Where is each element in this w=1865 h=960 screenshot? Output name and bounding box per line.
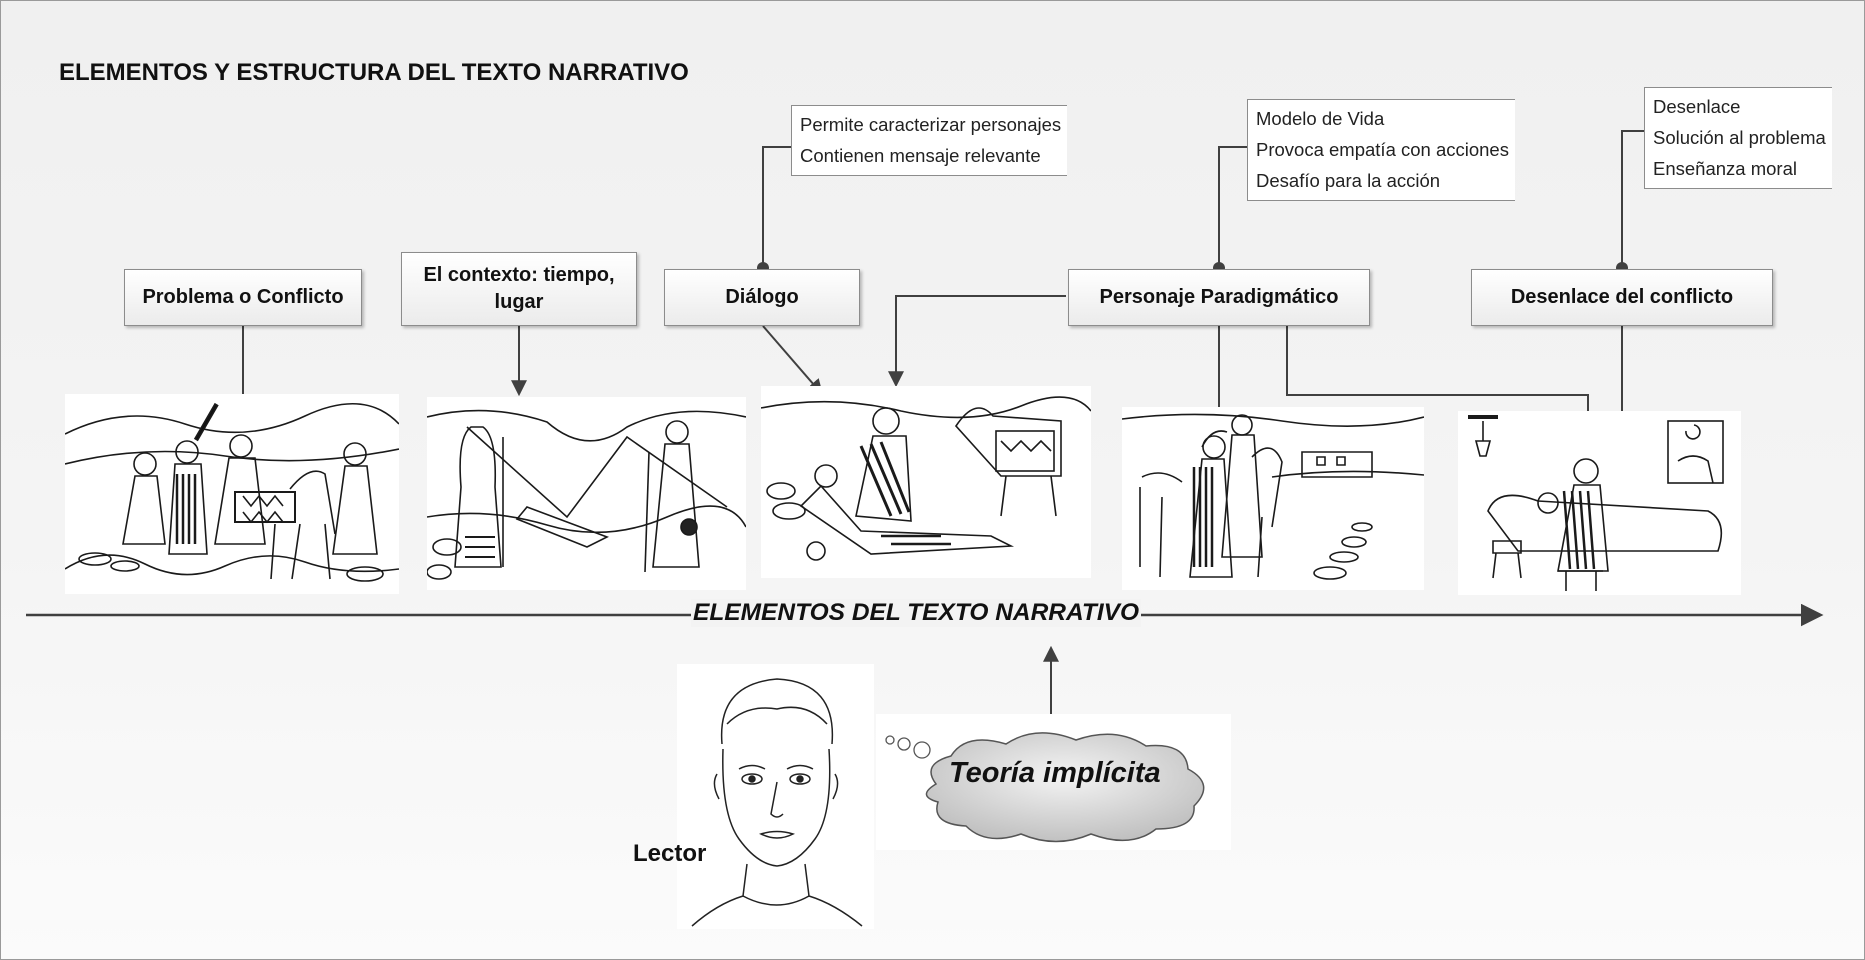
note-item: Enseñanza moral xyxy=(1653,158,1797,179)
box-personaje-label: Personaje Paradigmático xyxy=(1099,286,1339,308)
notes-desenlace: Desenlace Solución al problema Enseñanza… xyxy=(1644,87,1832,189)
connector-personaje-notes xyxy=(1218,146,1247,268)
box-desenlace-label: Desenlace del conflicto xyxy=(1510,286,1734,308)
illustration-journey xyxy=(1121,407,1425,590)
box-dialogo-label: Diálogo xyxy=(725,286,799,308)
note-item: Contienen mensaje relevante xyxy=(800,145,1041,166)
connector-dialogo-notes xyxy=(762,146,791,268)
arrow-dialogo xyxy=(762,325,824,396)
note-item: Provoca empatía con acciones xyxy=(1256,139,1509,160)
notes-dialogo: Permite caracterizar personajes Contiene… xyxy=(791,105,1068,176)
box-personaje: Personaje Paradigmático xyxy=(1068,269,1370,326)
box-problema-label: Problema o Conflicto xyxy=(142,286,344,308)
timeline-label: ELEMENTOS DEL TEXTO NARRATIVO xyxy=(691,599,1142,627)
note-item: Modelo de Vida xyxy=(1256,108,1385,129)
note-item: Solución al problema xyxy=(1653,127,1826,148)
illustration-inn xyxy=(1458,411,1741,595)
illustration-context xyxy=(426,397,747,590)
illustration-assault xyxy=(64,394,400,594)
illustration-samaritan xyxy=(760,386,1092,578)
illustration-reader-face xyxy=(677,664,874,929)
thought-cloud-icon xyxy=(885,732,1205,843)
box-contexto: El contexto: tiempo, lugar xyxy=(401,252,637,326)
note-item: Desenlace xyxy=(1653,96,1741,117)
box-dialogo: Diálogo xyxy=(664,269,860,326)
reader-label: Lector xyxy=(633,840,707,867)
arrow-personaje-left xyxy=(888,295,1066,388)
page-title: ELEMENTOS Y ESTRUCTURA DEL TEXTO NARRATI… xyxy=(59,59,689,86)
thought-cloud-area xyxy=(876,714,1231,850)
connector-desenlace-notes xyxy=(1621,130,1644,268)
box-problema: Problema o Conflicto xyxy=(124,269,362,326)
notes-personaje: Modelo de Vida Provoca empatía con accio… xyxy=(1247,99,1515,201)
note-item: Permite caracterizar personajes xyxy=(800,114,1062,135)
box-contexto-label: El contexto: tiempo, lugar xyxy=(423,264,615,313)
note-item: Desafío para la acción xyxy=(1256,170,1441,191)
box-desenlace: Desenlace del conflicto xyxy=(1471,269,1773,326)
thought-label: Teoría implícita xyxy=(949,757,1161,789)
